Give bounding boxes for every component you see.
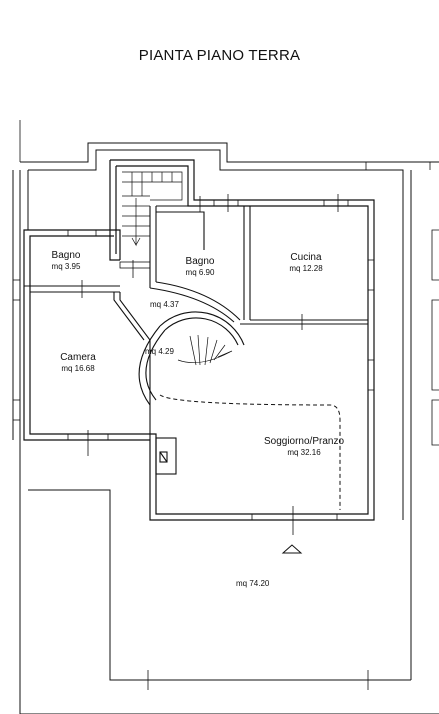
room-area: mq 12.28 [289, 264, 323, 273]
room-camera: Camera mq 16.68 [50, 352, 106, 374]
room-name: Bagno [185, 256, 215, 267]
windows [12, 120, 439, 521]
room-name: Cucina [290, 252, 322, 263]
spiral-stair [177, 334, 233, 366]
room-area-disimpegno: mq 4.37 [150, 300, 179, 309]
dashed-line [159, 394, 341, 510]
room-cucina: Cucina mq 12.28 [276, 252, 336, 274]
door-ticks [81, 194, 369, 690]
room-name: Soggiorno/Pranzo [263, 436, 345, 447]
plan-title: PIANTA PIANO TERRA [138, 47, 301, 64]
room-area: mq 3.95 [51, 262, 81, 271]
room-area: mq 16.68 [61, 364, 95, 373]
room-bagno-left: Bagno mq 3.95 [42, 250, 90, 272]
straight-stair [122, 171, 183, 247]
room-area-scala: mq 4.29 [145, 347, 174, 356]
exterior-walls [23, 159, 375, 521]
room-area-esterno: mq 74.20 [236, 579, 270, 588]
interior-walls [24, 205, 368, 475]
room-soggiorno: Soggiorno/Pranzo mq 32.16 [254, 436, 354, 458]
room-name: Camera [60, 352, 96, 363]
room-name: Bagno [51, 250, 81, 261]
room-area: mq 32.16 [287, 448, 321, 457]
room-area: mq 6.90 [185, 268, 215, 277]
site-boundary [12, 142, 439, 714]
room-bagno-center: Bagno mq 6.90 [175, 256, 225, 278]
entrance-marker [281, 544, 303, 554]
